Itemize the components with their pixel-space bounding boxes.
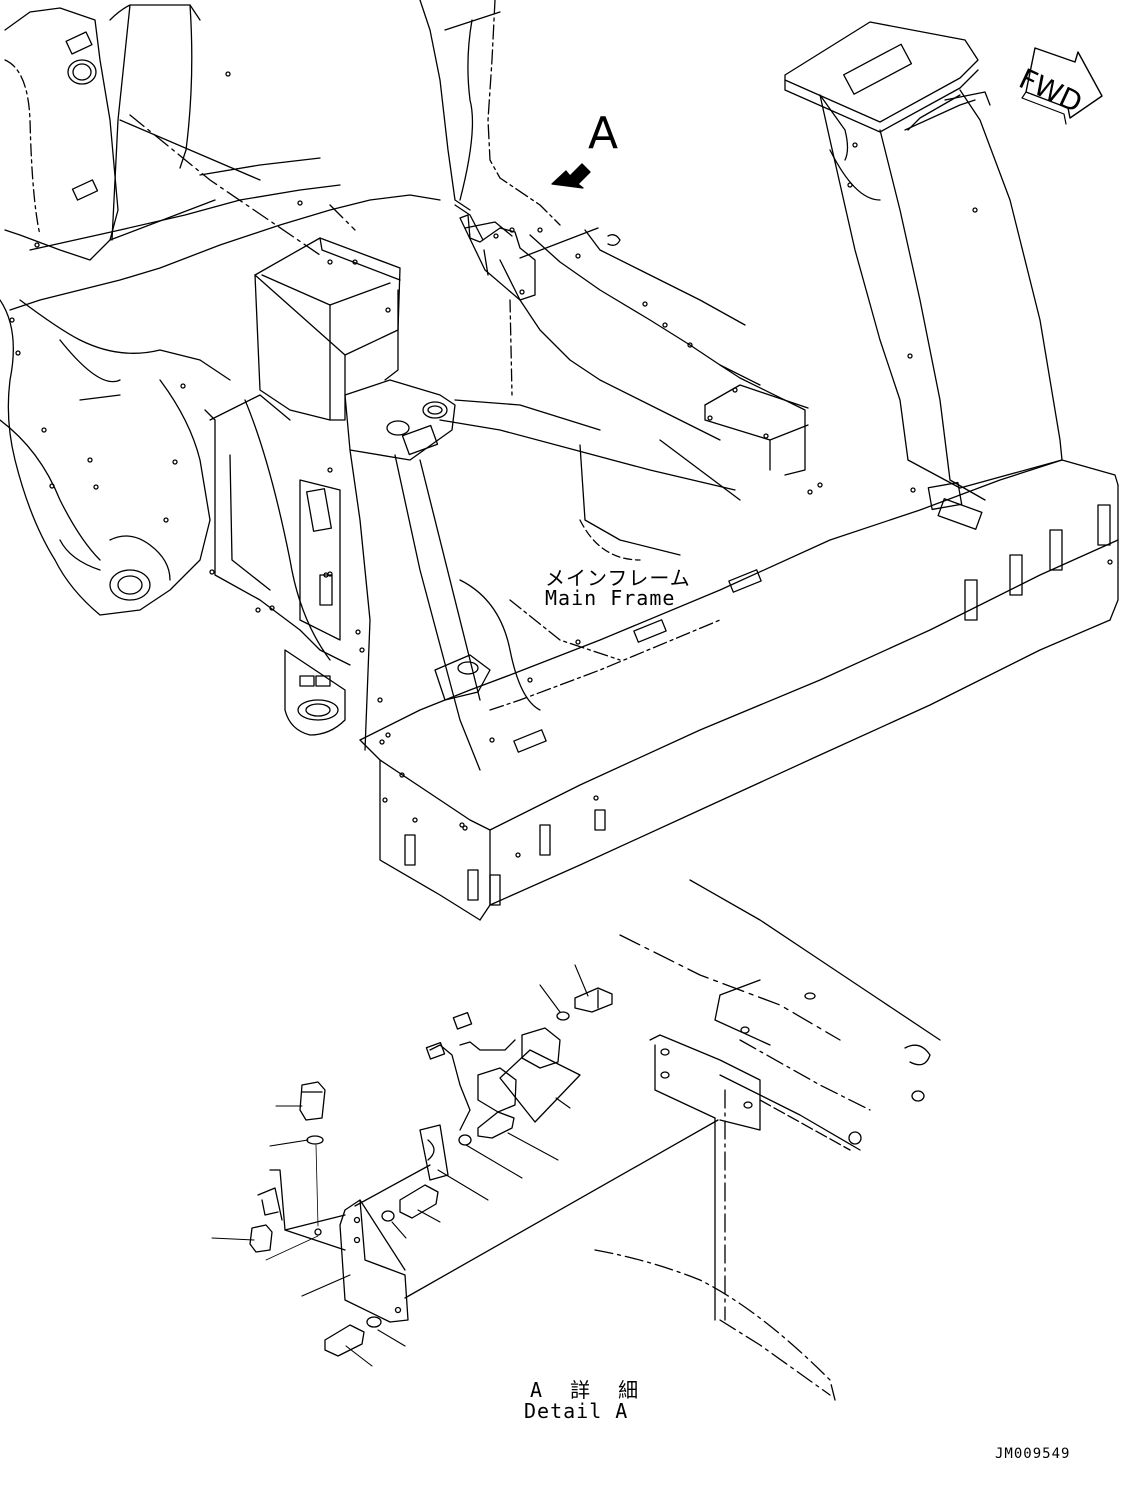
main-frame-label-en: Main Frame (545, 586, 676, 610)
detail-label-en: Detail A (524, 1399, 629, 1423)
fwd-arrow-icon (1022, 48, 1102, 124)
detail-label-ja: A 詳 細 (530, 1378, 647, 1402)
main-frame-label-ja: メインフレーム (545, 566, 691, 590)
main-frame (0, 0, 1118, 920)
view-callout-label: A (588, 108, 620, 159)
detail-a-assembly (212, 880, 940, 1400)
document-number: JM009549 (995, 1446, 1071, 1462)
view-direction-arrow-icon (552, 164, 590, 188)
mounted-sensor-assembly (460, 215, 620, 300)
